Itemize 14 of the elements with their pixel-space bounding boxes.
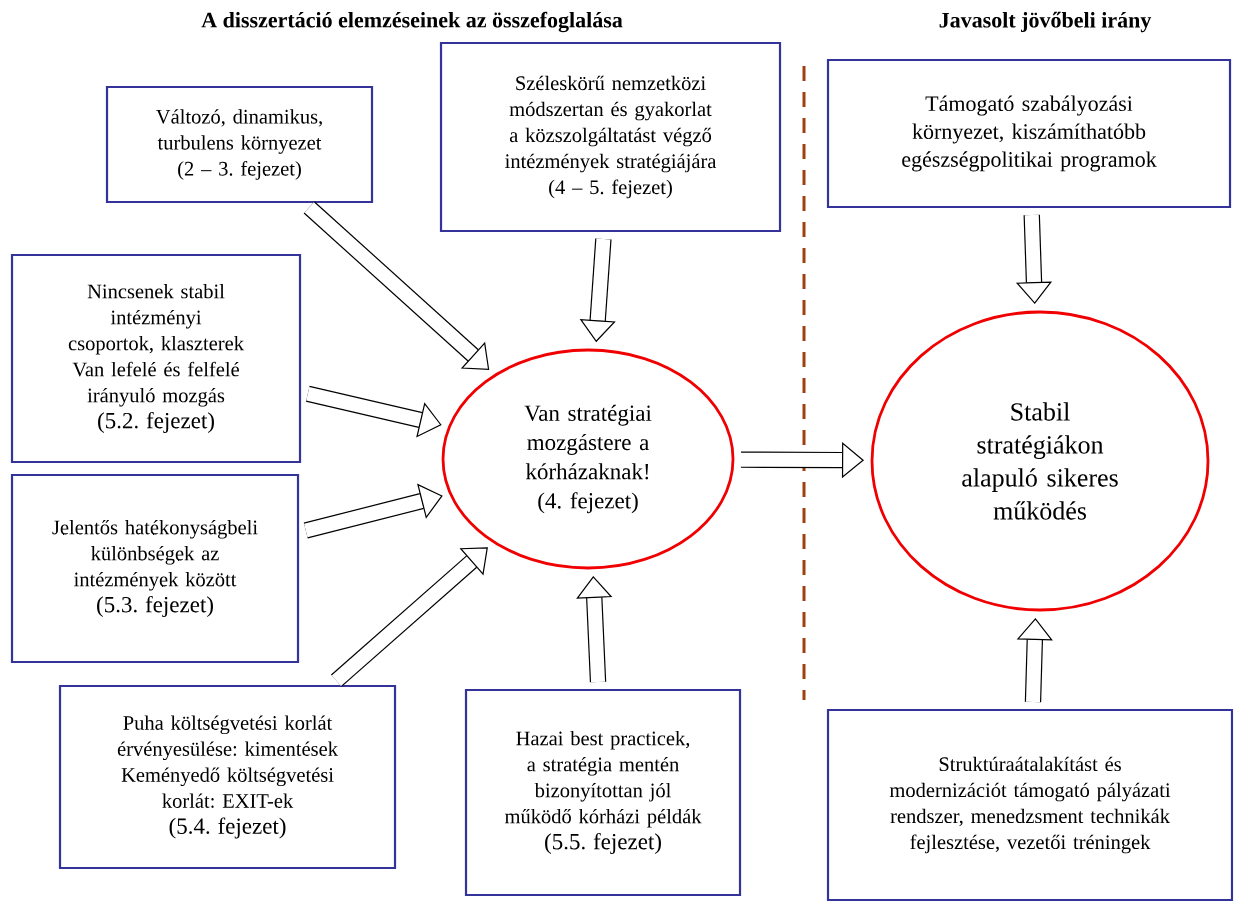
text-box: Nincsenek stabil intézményi csoportok, klaszterek Van lefelé és felfelé irányuló mozgás (5.2. fejezet) (10, 253, 302, 464)
text-box: Támogató szabályozási környezet, kiszámíthatóbb egészségpolitikai programok (826, 58, 1232, 209)
text-box: Puha költségvetési korlát érvényesülése: kimentések Keményedő költségvetési korlát: EXIT-ek (5.4. fejezet) (58, 684, 397, 870)
text-box: Széleskörű nemzetközi módszertan és gyakorlat a közszolgáltatást végző intézmények stratégiájára (4 – 5. fejezet) (439, 41, 782, 233)
text-box: Struktúraátalakítást és modernizációt támogató pályázati rendszer, menedzsment technikák fejlesztése, vezetői tréningek (826, 708, 1234, 901)
text-box: Jelentős hatékonyságbeli különbségek az intézmények között (5.3. fejezet) (10, 473, 300, 664)
text-box: Hazai best practicek, a stratégia mentén bizonyítottan jól működő kórházi példák (5.5. fejezet) (464, 688, 742, 897)
column-heading: Javasolt jövőbeli irány (939, 11, 1152, 33)
block-arrow (303, 201, 490, 370)
block-arrow (330, 547, 488, 687)
text-box: Változó, dinamikus, turbulens környezet (2 – 3. fejezet) (105, 85, 374, 204)
block-arrow (303, 483, 443, 539)
column-heading: A disszertáció elemzéseinek az összefoglalása (201, 11, 623, 33)
block-arrow (305, 385, 442, 438)
